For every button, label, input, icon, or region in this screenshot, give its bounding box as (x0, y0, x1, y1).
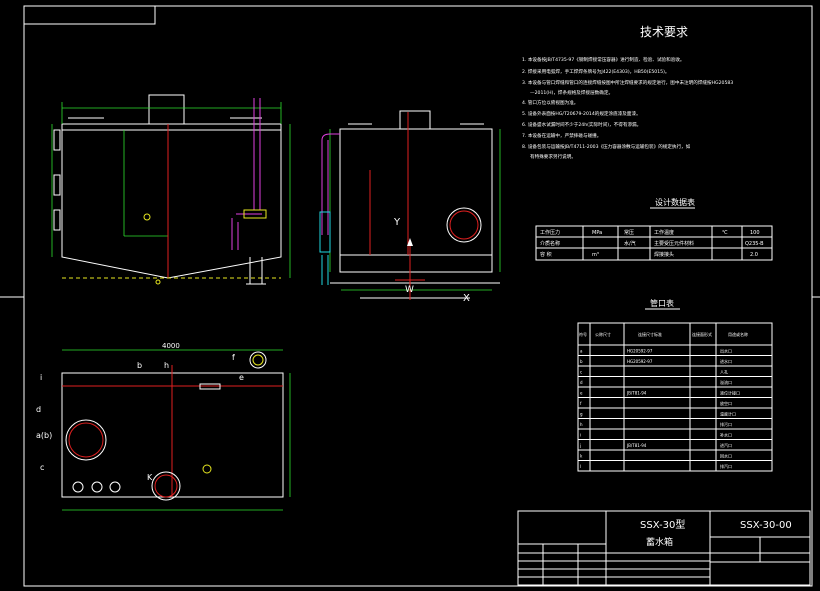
drawing-border (23, 5, 813, 587)
design-cell: m³ (592, 252, 599, 258)
nozzle-header: 用途或名称 (728, 331, 748, 337)
tech-requirements-title: 技术要求 (640, 25, 688, 39)
nozzle-cell: f (580, 401, 582, 406)
design-cell: 常压 (624, 229, 634, 236)
tech-req-item: 8. 设备包装与运输按JB/T4711-2003《压力容器涂敷与运输包装》的规定… (522, 143, 691, 150)
nozzle-cell: 放空口 (720, 400, 732, 406)
nozzle-i-label: i (40, 373, 42, 382)
tech-req-item: 4. 管口方位以俯视图为准。 (522, 99, 578, 106)
axis-y-label: Y (393, 217, 401, 228)
tech-requirements: 技术要求 1. 本设备按JB/T4735-97《钢制焊接常压容器》进行制造、检验… (522, 25, 733, 160)
nozzle-cell: 出水口 (720, 347, 732, 353)
design-cell: 工作压力 (540, 229, 560, 236)
tech-req-item: 有特殊要求另行说明。 (530, 153, 576, 160)
nozzle-cell: 回水口 (720, 452, 732, 458)
nozzle-cell: 排汽口 (720, 463, 732, 469)
nozzle-cell: 液位计接口 (720, 389, 740, 395)
design-cell: 水/汽 (624, 240, 636, 247)
tech-req-item: 1. 本设备按JB/T4735-97《钢制焊接常压容器》进行制造、检验、试验和验… (522, 56, 685, 63)
nozzle-cell: h (580, 422, 583, 427)
design-cell: 100 (750, 230, 760, 236)
nozzle-header: 公称尺寸 (595, 331, 611, 337)
nozzle-cell: g (580, 411, 583, 416)
design-cell: 主要受压元件材料 (654, 240, 694, 247)
nozzle-k-label: K (147, 473, 153, 482)
design-cell: ℃ (722, 230, 728, 236)
design-cell: 2.0 (750, 252, 758, 258)
nozzle-cell: 人孔 (720, 368, 728, 374)
nozzle-cell: HG20592-97 (627, 348, 653, 353)
nozzle-cell: 补水口 (720, 431, 732, 437)
title-model: SSX-30型 (640, 518, 685, 531)
plan-dimension: 4000 (162, 342, 180, 350)
nozzle-cell: c (580, 369, 582, 374)
nozzle-cell: 排污口 (720, 421, 732, 427)
tech-req-item: 6. 设备盛水试漏时间不少于24h(实际时间)，不得有渗漏。 (522, 121, 641, 128)
nozzle-cell: i (580, 432, 581, 437)
title-block: SSX-30型 蓄水箱 SSX-30-00 (517, 510, 811, 586)
nozzle-cell: b (580, 359, 583, 364)
nozzle-table-title: 管口表 (650, 298, 674, 308)
design-params-title: 设计数据表 (655, 197, 695, 207)
nozzle-cell: e (580, 390, 583, 395)
tech-req-item: 3. 本设备与管口焊缝和管口的连接焊缝按图中所注焊缝要求的规定进行，图中未注明的… (522, 79, 733, 86)
nozzle-cell: 进水口 (720, 358, 732, 364)
corner-tag (23, 5, 156, 25)
nozzle-header: 符号 (579, 331, 587, 337)
nozzle-a-label: a(b) (36, 431, 52, 440)
side-view: Y W X (319, 110, 501, 304)
nozzle-header: 连接面形式 (692, 331, 712, 337)
tech-req-item: 5. 设备外表面按HG/T20679-2014的规定涂底漆及面漆。 (522, 110, 641, 117)
tech-req-item: 2. 焊接采用电弧焊，手工焊焊条牌号为J422(E4303)，HB50(E501… (522, 68, 669, 75)
nozzle-header: 连接尺寸标准 (638, 331, 662, 337)
nozzle-cell: d (580, 380, 583, 385)
nozzle-e-label: e (239, 373, 244, 382)
nozzle-cell: JB/T81-94 (626, 443, 647, 448)
nozzle-f-label: f (232, 353, 235, 362)
axis-x-label: X (463, 293, 470, 304)
nozzle-cell: JB/T81-94 (626, 390, 647, 395)
nozzle-c-label: c (40, 463, 44, 472)
nozzle-cell: HG20592-97 (627, 359, 653, 364)
nozzle-cell: a (580, 348, 583, 353)
nozzle-cell: j (579, 443, 581, 448)
title-name: 蓄水箱 (646, 536, 673, 548)
design-cell: 容 积 (540, 251, 552, 258)
nozzle-d-label: d (36, 405, 41, 414)
tech-req-item: —2011(H)，焊条规格及焊接层数确定。 (530, 89, 613, 96)
nozzle-cell: k (580, 453, 583, 458)
nozzle-cell: 温度计口 (720, 410, 736, 416)
tech-req-item: 7. 本设备在运输中，严禁摔碰与碰撞。 (522, 132, 601, 139)
nozzle-cell: 进汽口 (720, 442, 732, 448)
front-view (51, 94, 291, 285)
design-cell: Q235-B (745, 241, 764, 247)
design-cell: MPa (592, 230, 602, 236)
plan-view: 4000 b h f e K a(b) d c i (36, 342, 291, 511)
design-cell: 焊接接头 (654, 251, 674, 258)
nozzle-b-label: b (137, 361, 142, 370)
nozzle-cell: 溢流口 (720, 379, 732, 385)
nozzle-cell: l (580, 464, 581, 469)
design-cell: 工作温度 (654, 229, 674, 236)
title-drawing-no: SSX-30-00 (740, 520, 792, 531)
axis-w-label: W (405, 285, 414, 295)
design-params-table: 设计数据表 工作压力 MPa 常压 工作温度 ℃ 100 介质名称 水/汽 主要… (535, 197, 773, 261)
nozzle-h-label: h (164, 361, 169, 370)
design-cell: 介质名称 (540, 240, 560, 247)
